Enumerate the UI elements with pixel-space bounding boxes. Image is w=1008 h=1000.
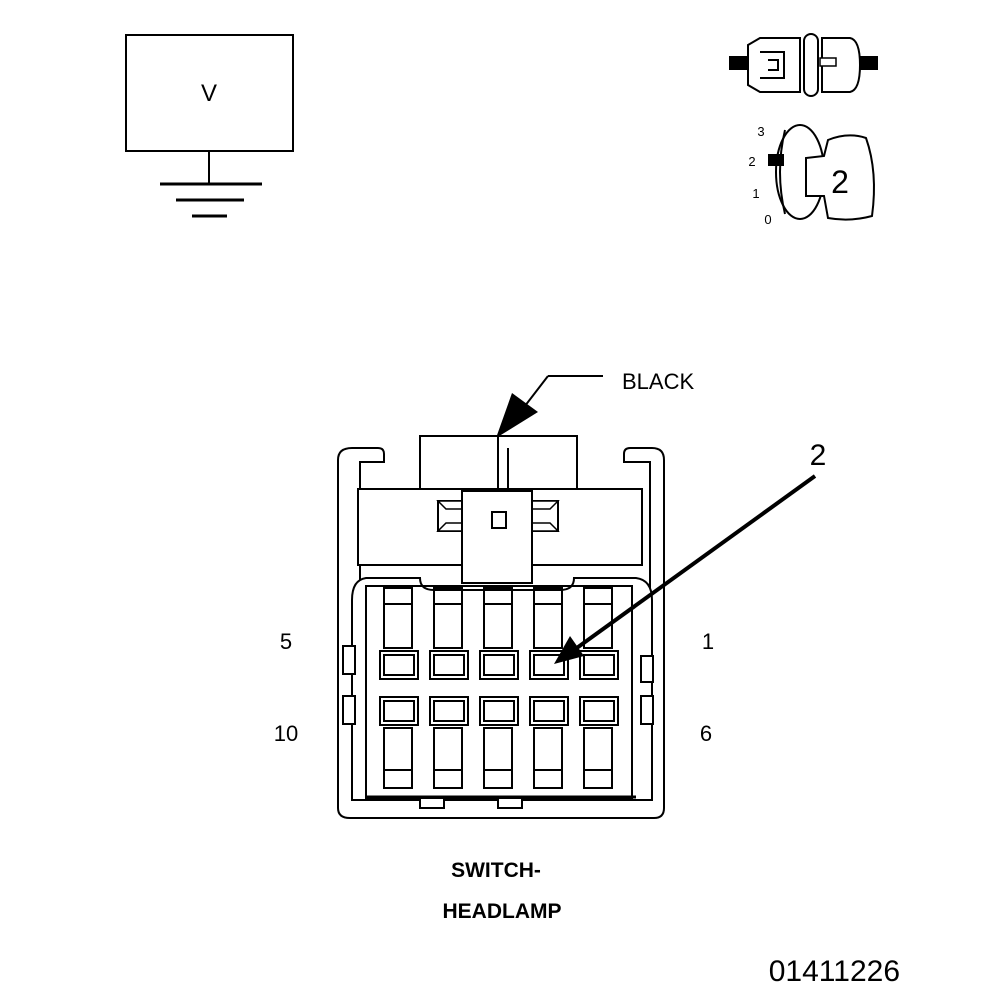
pin-label-5: 5	[280, 629, 292, 654]
ignition-key-icon: 3 2 1 0 2	[748, 124, 875, 227]
voltmeter-label: V	[201, 80, 217, 107]
color-callout: BLACK	[496, 369, 694, 438]
pin-column	[429, 587, 469, 789]
figure-id: 01411226	[769, 955, 900, 988]
key-position-3: 3	[757, 124, 764, 139]
pin-column	[529, 587, 569, 789]
voltmeter-symbol: V	[125, 34, 294, 218]
connector-name-line1: SWITCH-	[451, 859, 541, 882]
key-position-2: 2	[748, 154, 755, 169]
key-position-1: 1	[752, 186, 759, 201]
connector-name-line2: HEADLAMP	[443, 900, 562, 923]
pin-callout-arrow: 2	[554, 439, 826, 664]
pin-label-10: 10	[274, 721, 298, 746]
connector-face	[337, 435, 665, 819]
pin-column	[379, 587, 419, 789]
key-label: 2	[831, 164, 849, 200]
pin-label-6: 6	[700, 721, 712, 746]
pin-column	[479, 587, 519, 789]
key-position-0: 0	[764, 212, 771, 227]
pin-cavities	[379, 587, 619, 789]
callout-number: 2	[810, 439, 827, 472]
pin-label-1: 1	[702, 629, 714, 654]
pin-column	[579, 587, 619, 789]
connector-disconnect-icon	[729, 33, 878, 97]
connector-color-label: BLACK	[622, 369, 694, 394]
